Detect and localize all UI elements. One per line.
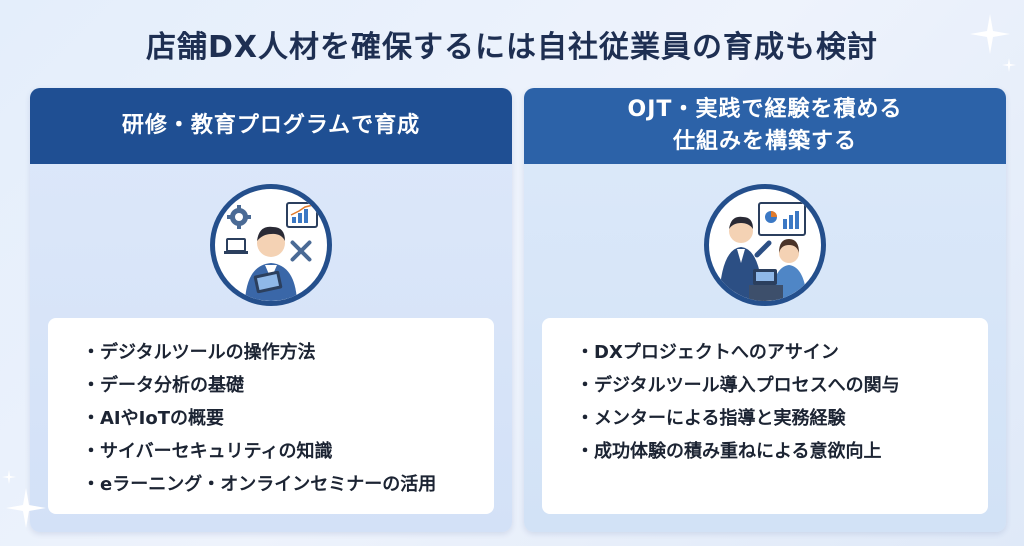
mentor-and-staff-at-register-icon	[704, 184, 826, 306]
list-item: ・eラーニング・オンラインセミナーの活用	[82, 474, 437, 495]
panel-header-text: 研修・教育プログラムで育成	[121, 113, 421, 138]
training-list: ・デジタルツールの操作方法 ・データ分析の基礎 ・AIやIoTの概要 ・サイバー…	[48, 318, 494, 514]
sparkle-icon	[1002, 58, 1016, 72]
list-item: ・デジタルツール導入プロセスへの関与	[576, 375, 900, 396]
panel-training: 研修・教育プログラムで育成	[30, 88, 512, 532]
list-item: ・DXプロジェクトへのアサイン	[576, 342, 839, 363]
list-item: ・成功体験の積み重ねによる意欲向上	[576, 441, 882, 462]
list-item: ・AIやIoTの概要	[82, 408, 224, 429]
panel-header-ojt: OJT・実践で経験を積める 仕組みを構築する	[524, 88, 1006, 164]
panel-header-text: 仕組みを構築する	[672, 129, 857, 154]
panel-header-text: OJT・実践で経験を積める	[627, 97, 903, 122]
list-item: ・サイバーセキュリティの知識	[82, 441, 333, 462]
sparkle-icon	[2, 470, 16, 484]
sparkle-icon	[970, 14, 1010, 54]
list-item: ・メンターによる指導と実務経験	[576, 408, 846, 429]
list-item: ・デジタルツールの操作方法	[82, 342, 316, 363]
page-title: 店舗DX人材を確保するには自社従業員の育成も検討	[145, 30, 879, 65]
sparkle-icon	[6, 488, 46, 528]
person-with-tablet-gear-chart-tools-icon	[210, 184, 332, 306]
panel-ojt: OJT・実践で経験を積める 仕組みを構築する	[524, 88, 1006, 532]
list-item: ・データ分析の基礎	[82, 375, 244, 396]
panel-header-training: 研修・教育プログラムで育成	[30, 88, 512, 164]
ojt-list: ・DXプロジェクトへのアサイン ・デジタルツール導入プロセスへの関与 ・メンター…	[542, 318, 988, 514]
